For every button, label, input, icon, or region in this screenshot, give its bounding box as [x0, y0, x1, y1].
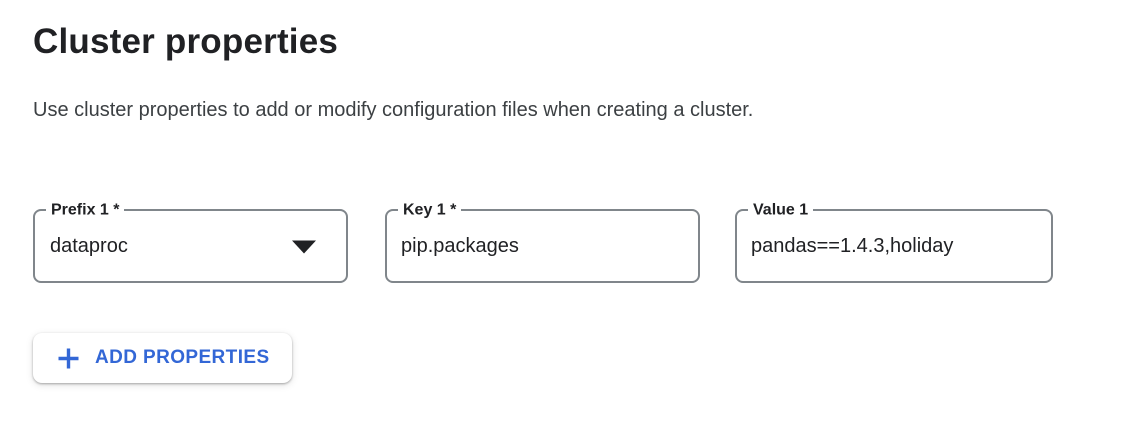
- key-input[interactable]: [387, 211, 698, 281]
- value-field: Value 1: [735, 200, 1053, 283]
- property-fields-row: Prefix 1 * dataproc Key 1 * Value 1: [33, 200, 1053, 283]
- page-description: Use cluster properties to add or modify …: [33, 99, 754, 121]
- value-field-label: Value 1: [748, 200, 814, 220]
- dropdown-arrow-icon: [292, 240, 316, 254]
- key-field: Key 1 *: [385, 200, 700, 283]
- add-properties-button-label: ADD PROPERTIES: [95, 347, 270, 368]
- add-properties-button[interactable]: ADD PROPERTIES: [33, 333, 292, 383]
- plus-icon: [55, 345, 82, 372]
- prefix-select-field[interactable]: Prefix 1 * dataproc: [33, 200, 348, 283]
- page-title: Cluster properties: [33, 22, 339, 61]
- prefix-selected-value: dataproc: [50, 234, 128, 257]
- key-field-label: Key 1 *: [398, 200, 462, 220]
- value-input[interactable]: [737, 211, 1051, 281]
- prefix-field-label: Prefix 1 *: [46, 200, 125, 220]
